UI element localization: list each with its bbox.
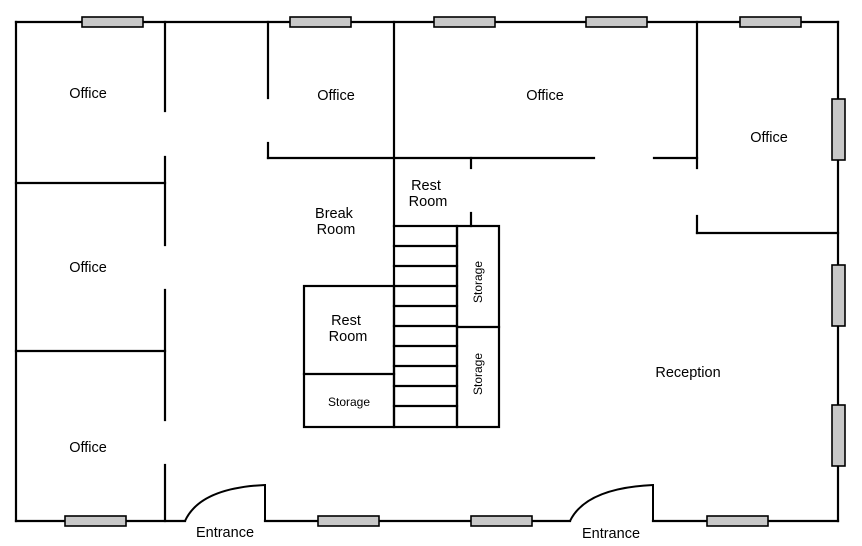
storage-small-label: Storage: [328, 395, 370, 409]
reception-label: Reception: [655, 365, 720, 381]
window: [289, 16, 352, 28]
window: [831, 404, 846, 467]
interior-walls: [14, 20, 840, 523]
entrance-left-label: Entrance: [196, 525, 254, 541]
rest-room-mid-line2: Room: [329, 329, 368, 345]
window: [706, 515, 769, 527]
outer-walls: [14, 20, 840, 523]
window: [585, 16, 648, 28]
door-swing-left: [184, 483, 266, 522]
storage-lower-label: Storage: [471, 353, 485, 395]
rest-room-mid-label: Rest Room: [329, 313, 368, 345]
window: [64, 515, 127, 527]
office-top-right-label: Office: [750, 130, 788, 146]
break-room-line1: Break: [315, 206, 354, 222]
window: [81, 16, 144, 28]
storage-upper-label: Storage: [471, 261, 485, 303]
break-room-line2: Room: [317, 222, 356, 238]
rest-room-top-label: Rest Room: [409, 178, 448, 210]
staircase: [392, 244, 459, 408]
break-room-label: Break Room: [315, 206, 357, 238]
rest-room-top-line1: Rest: [411, 178, 441, 194]
office-bottom-left-label: Office: [69, 440, 107, 456]
window: [831, 264, 846, 327]
windows: [64, 16, 846, 527]
office-top-left-label: Office: [69, 86, 107, 102]
rest-room-mid-line1: Rest: [331, 313, 361, 329]
window: [317, 515, 380, 527]
office-top-center-label: Office: [526, 88, 564, 104]
office-mid-left-label: Office: [69, 260, 107, 276]
window: [470, 515, 533, 527]
entrance-doors: [184, 483, 654, 522]
rest-room-top-line2: Room: [409, 194, 448, 210]
window: [831, 98, 846, 161]
window: [739, 16, 802, 28]
door-swing-right: [569, 483, 654, 522]
entrance-right-label: Entrance: [582, 526, 640, 542]
room-labels: Office Office Office Office Office Offic…: [69, 86, 788, 542]
office-top-mid-label: Office: [317, 88, 355, 104]
window: [433, 16, 496, 28]
